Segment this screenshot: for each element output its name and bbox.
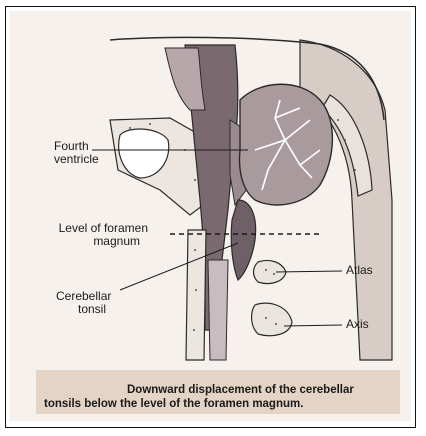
figure-caption: Downward displacement of the cerebellar … bbox=[44, 383, 399, 411]
label-cerebellar-tonsil: Cerebellar tonsil bbox=[56, 290, 111, 316]
midbrain bbox=[165, 48, 205, 110]
label-foramen-level-line2: magnum bbox=[23, 235, 148, 248]
caption-line1: Downward displacement of the cerebellar bbox=[44, 383, 399, 397]
label-foramen-level: Level of foramen magnum bbox=[23, 222, 148, 248]
posterior-tissue bbox=[300, 40, 392, 360]
leader-axis bbox=[284, 325, 342, 326]
label-axis: Axis bbox=[346, 318, 369, 331]
axis-bone bbox=[252, 303, 292, 335]
anterior-column bbox=[186, 230, 206, 360]
caption-line2: tonsils below the level of the foramen m… bbox=[44, 397, 399, 411]
label-fourth-ventricle: Fourth ventricle bbox=[54, 140, 99, 166]
label-cerebellar-tonsil-line2: tonsil bbox=[56, 303, 111, 316]
label-fourth-ventricle-line2: ventricle bbox=[54, 153, 99, 166]
label-atlas: Atlas bbox=[346, 264, 373, 277]
spinal-cord bbox=[208, 260, 228, 360]
cerebellum bbox=[240, 84, 333, 205]
cerebellar-tonsil-shape bbox=[231, 200, 255, 280]
